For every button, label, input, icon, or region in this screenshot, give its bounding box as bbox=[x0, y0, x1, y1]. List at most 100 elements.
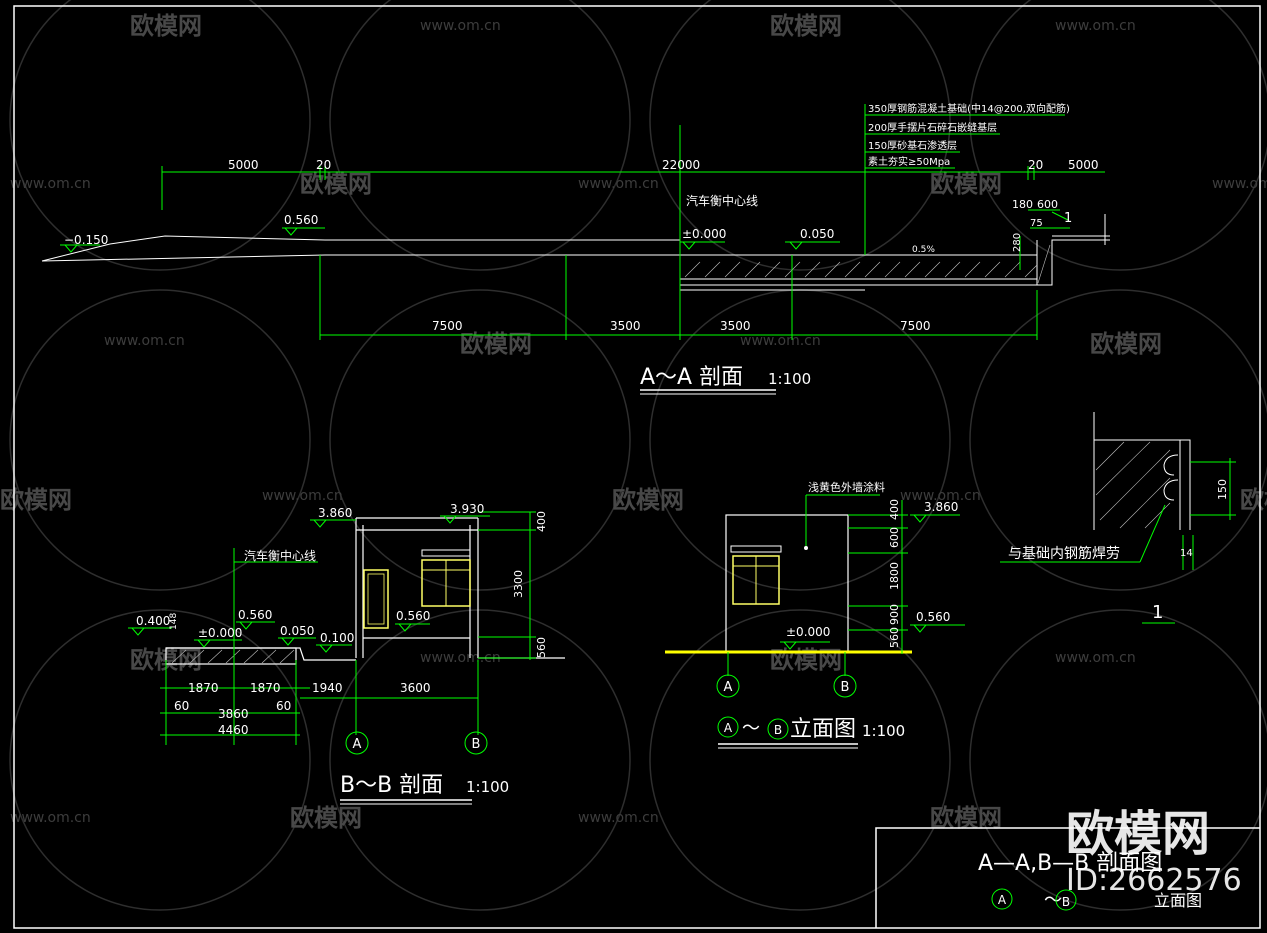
aa-dim-20-right: 20 bbox=[1028, 158, 1043, 172]
watermark-site: www.om.cn bbox=[10, 810, 91, 826]
elev-axis-a: A bbox=[724, 680, 733, 695]
watermark-brand: 欧模网 bbox=[1240, 486, 1267, 514]
elev-dim-400: 400 bbox=[888, 499, 901, 520]
elev-dim-560: 560 bbox=[888, 627, 901, 648]
section-bb: 汽车衡中心线 3.860 3.930 0.400 0.560 ±0.000 0.… bbox=[128, 502, 565, 805]
aa-elev-slab: 0.050 bbox=[800, 227, 834, 241]
detail-dim-150: 150 bbox=[1216, 479, 1229, 500]
bb-dim-60-left: 60 bbox=[174, 699, 189, 713]
elev-paint-note: 浅黄色外墙涂料 bbox=[808, 480, 885, 494]
bb-elev-zero: ±0.000 bbox=[198, 626, 242, 640]
watermark-site: www.om.cn bbox=[578, 176, 659, 192]
aa-ramp-bottom bbox=[41, 254, 326, 262]
watermark-site: www.om.cn bbox=[900, 488, 981, 504]
bb-dim-400: 400 bbox=[535, 511, 548, 532]
bb-pit bbox=[165, 647, 297, 665]
aa-elev-ramp: 0.560 bbox=[284, 213, 318, 227]
watermark-site: www.om.cn bbox=[420, 650, 501, 666]
watermark-site: www.om.cn bbox=[10, 176, 91, 192]
aa-layer-1: 350厚钢筋混凝土基础(中14@200,双向配筋) bbox=[868, 102, 1070, 115]
bb-door bbox=[363, 569, 389, 629]
elev-elev-0560: 0.560 bbox=[916, 610, 950, 624]
aa-dim-7500-left: 7500 bbox=[432, 319, 463, 333]
watermark-site: www.om.cn bbox=[578, 810, 659, 826]
bb-dim-148: 148 bbox=[169, 613, 179, 630]
bb-elev-0050: 0.050 bbox=[280, 624, 314, 638]
aa-edge-dim-280: 280 bbox=[1012, 233, 1023, 252]
title-block-a-bubble bbox=[991, 888, 1013, 910]
aa-layer-3: 150厚砂基石渗透层 bbox=[868, 139, 957, 152]
watermark-brand: 欧模网 bbox=[612, 486, 684, 514]
bb-axis-a: A bbox=[353, 737, 362, 752]
watermark-site: www.om.cn bbox=[1055, 18, 1136, 34]
watermark-brand: 欧模网 bbox=[130, 12, 202, 40]
bb-elev-0400: 0.400 bbox=[136, 614, 170, 628]
elev-scale: 1:100 bbox=[862, 722, 905, 740]
bb-title: B～B 剖面 bbox=[340, 773, 443, 798]
aa-elev-zero: ±0.000 bbox=[682, 227, 726, 241]
aa-dim-22000: 22000 bbox=[662, 158, 700, 172]
watermark-brand: 欧模网 bbox=[300, 170, 372, 198]
watermark-brand: 欧模网 bbox=[770, 12, 842, 40]
bb-dim-1940: 1940 bbox=[312, 681, 343, 695]
elev-axis-a-bubble bbox=[716, 674, 740, 698]
aa-dim-20-left: 20 bbox=[316, 158, 331, 172]
bb-dim-4460: 4460 bbox=[218, 723, 249, 737]
aa-ground-line bbox=[41, 235, 680, 262]
bb-centerline-label: 汽车衡中心线 bbox=[244, 548, 316, 563]
elev-dim-600: 600 bbox=[888, 527, 901, 548]
elev-axis-b: B bbox=[841, 680, 850, 695]
aa-pit-outline bbox=[679, 254, 1038, 286]
detail-dim-14: 14 bbox=[1180, 548, 1193, 559]
aa-scale: 1:100 bbox=[768, 370, 811, 388]
bb-dim-1870-a: 1870 bbox=[188, 681, 219, 695]
aa-layer-4: 素土夯实≥50Mpa bbox=[868, 155, 950, 168]
aa-title: A～A 剖面 bbox=[640, 365, 743, 390]
bb-elev-0560-room: 0.560 bbox=[396, 609, 430, 623]
bb-dim-1870-b: 1870 bbox=[250, 681, 281, 695]
detail-1: 150 14 与基础内钢筋焊劳 1 bbox=[1000, 412, 1236, 624]
watermark-site: www.om.cn bbox=[1055, 650, 1136, 666]
elevation-ab: 浅黄色外墙涂料 3.860 ±0.000 0.560 400 600 1800 … bbox=[665, 480, 965, 749]
aa-dim-3500-left: 3500 bbox=[610, 319, 641, 333]
aa-detail-ref: 1 bbox=[1064, 211, 1072, 226]
elev-axis-b-bubble bbox=[833, 674, 857, 698]
aa-dim-5000-right: 5000 bbox=[1068, 158, 1099, 172]
bb-dim-3300: 3300 bbox=[512, 570, 525, 598]
watermark-site: www.om.cn bbox=[420, 18, 501, 34]
bb-elev-0100: 0.100 bbox=[320, 631, 354, 645]
aa-edge-dim-75: 75 bbox=[1030, 218, 1043, 229]
big-watermark: 欧模网 ID:2662576 bbox=[1066, 806, 1242, 898]
aa-edge-dim-600: 600 bbox=[1037, 198, 1058, 211]
watermark-brand: 欧模网 bbox=[930, 170, 1002, 198]
title-block-circle-b: B bbox=[1062, 895, 1070, 909]
title-block: A—A,B—B 剖面图 A ～ B 立面图 bbox=[875, 827, 1260, 928]
big-watermark-id: ID:2662576 bbox=[1066, 863, 1242, 898]
aa-slope: 0.5% bbox=[912, 245, 935, 255]
title-block-b-bubble bbox=[1055, 889, 1077, 911]
aa-edge-wall bbox=[1037, 239, 1110, 286]
title-block-circle-a: A bbox=[998, 893, 1007, 907]
section-aa: 5000 20 22000 20 5000 7500 3500 3500 750… bbox=[41, 102, 1110, 395]
bb-axis-b: B bbox=[472, 737, 481, 752]
watermark-brand: 欧模网 bbox=[1090, 330, 1162, 358]
watermark-site: www.om.cn bbox=[262, 488, 343, 504]
elev-title-b-bubble bbox=[767, 718, 789, 740]
watermark-site: www.om.cn bbox=[1212, 176, 1267, 192]
watermark-site: www.om.cn bbox=[104, 333, 185, 349]
aa-edge-dim-180: 180 bbox=[1012, 198, 1033, 211]
elev-title-sep: ～ bbox=[742, 718, 760, 739]
big-watermark-brand: 欧模网 bbox=[1066, 806, 1210, 862]
bb-dim-3860: 3860 bbox=[218, 707, 249, 721]
bb-dim-60-right: 60 bbox=[276, 699, 291, 713]
aa-dim-3500-right: 3500 bbox=[720, 319, 751, 333]
watermark-layer bbox=[9, 0, 1267, 911]
elev-title-a: A bbox=[724, 721, 733, 735]
bb-elev-3930: 3.930 bbox=[450, 502, 484, 516]
watermark-brand: 欧模网 bbox=[770, 646, 842, 674]
watermark-brand: 欧模网 bbox=[290, 804, 362, 832]
elev-dim-1800: 1800 bbox=[888, 562, 901, 590]
bb-scale: 1:100 bbox=[466, 778, 509, 796]
bb-dim-560: 560 bbox=[535, 637, 548, 658]
